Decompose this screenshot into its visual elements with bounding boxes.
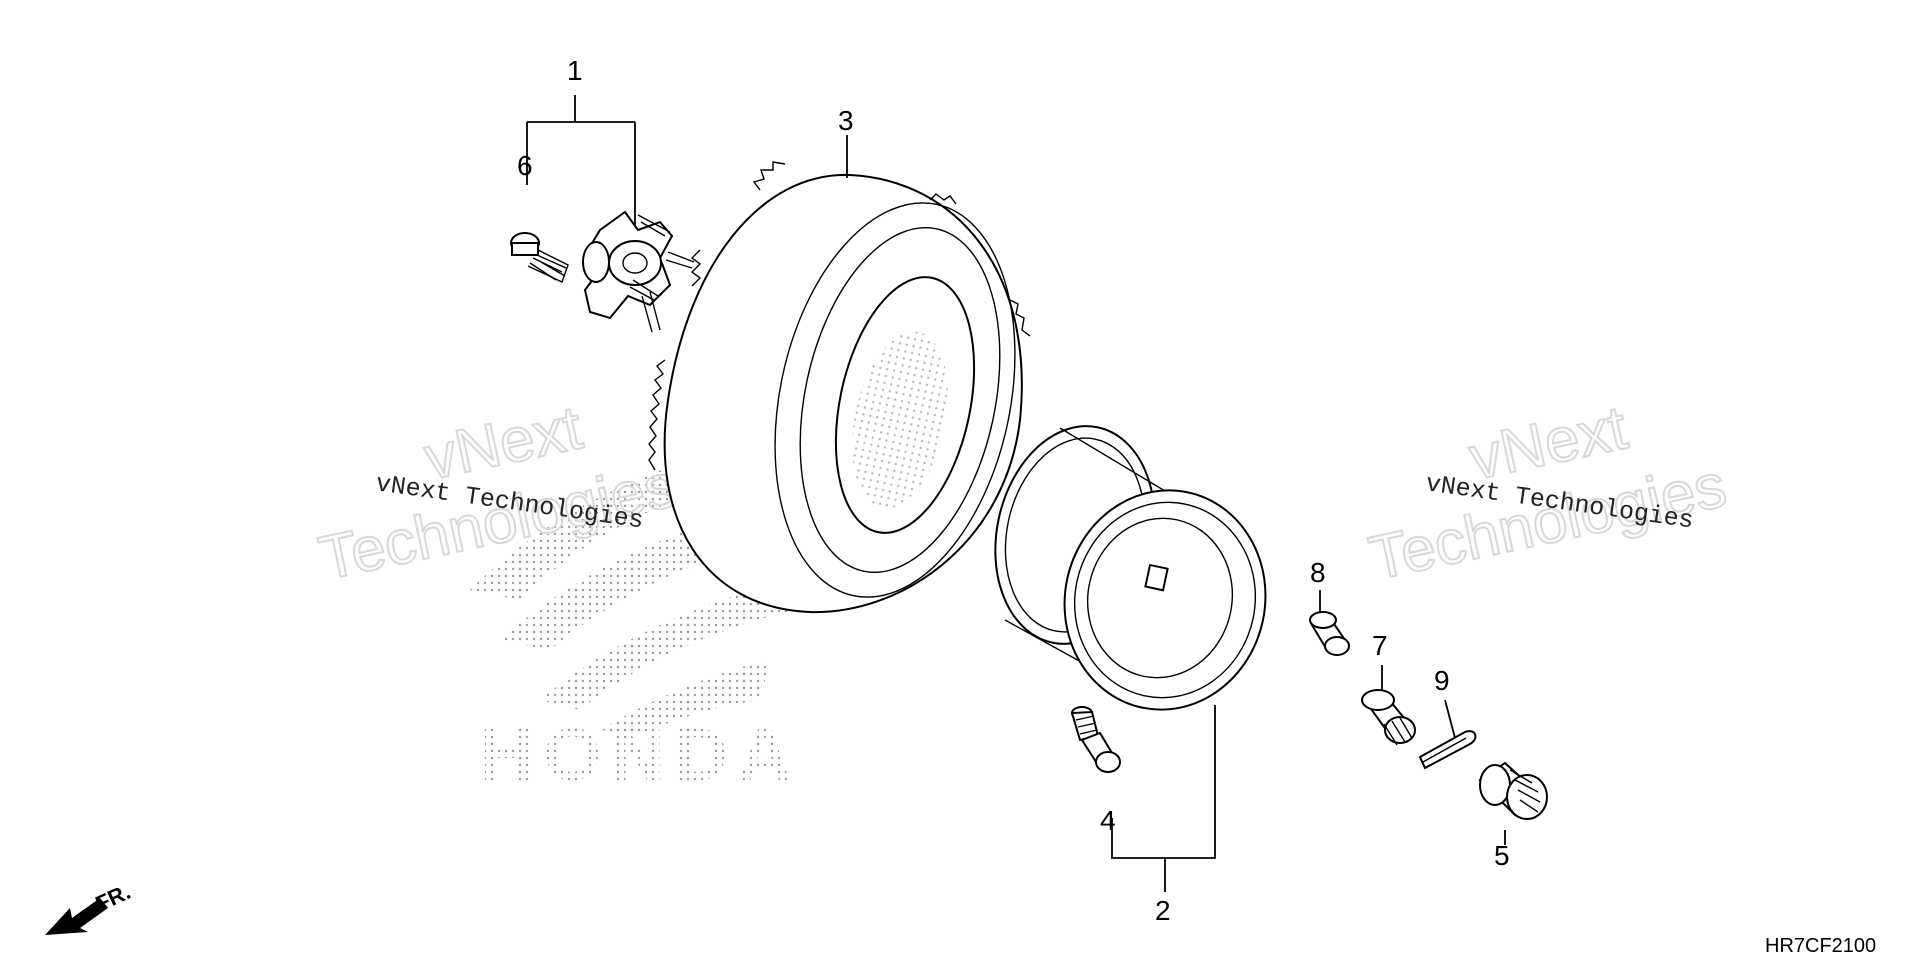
part-1-hub [582,210,695,333]
callout-9: 9 [1434,665,1450,696]
front-arrow-icon [45,898,108,935]
callout-3: 3 [838,105,854,136]
callout-1: 1 [567,55,583,86]
part-4-valve-stem [1070,706,1121,773]
part-2-wheel-rim [994,425,1267,711]
part-8-collar [1309,611,1350,656]
callout-5: 5 [1494,840,1510,871]
callout-8: 8 [1310,557,1326,588]
callout-numbers: 1 2 3 4 5 6 7 8 9 [517,55,1510,926]
honda-brand-text: HONDA [480,713,801,796]
part-6-stud-bolt [510,232,569,283]
part-3-tire [648,161,1031,614]
diagram-code: HR7CF2100 [1765,935,1876,957]
front-direction-indicator: FR. [45,879,134,935]
callout-2: 2 [1155,895,1171,926]
callout-4: 4 [1100,805,1116,836]
callout-7: 7 [1372,630,1388,661]
callout-6: 6 [517,150,533,181]
watermark-right: vNext Technologies vNext Technologies [1363,392,1733,594]
part-7-castle-nut [1361,689,1416,746]
leader-lines [526,95,1506,892]
part-5-hub-nut [1478,761,1548,820]
part-9-cotter-pin [1418,730,1477,770]
